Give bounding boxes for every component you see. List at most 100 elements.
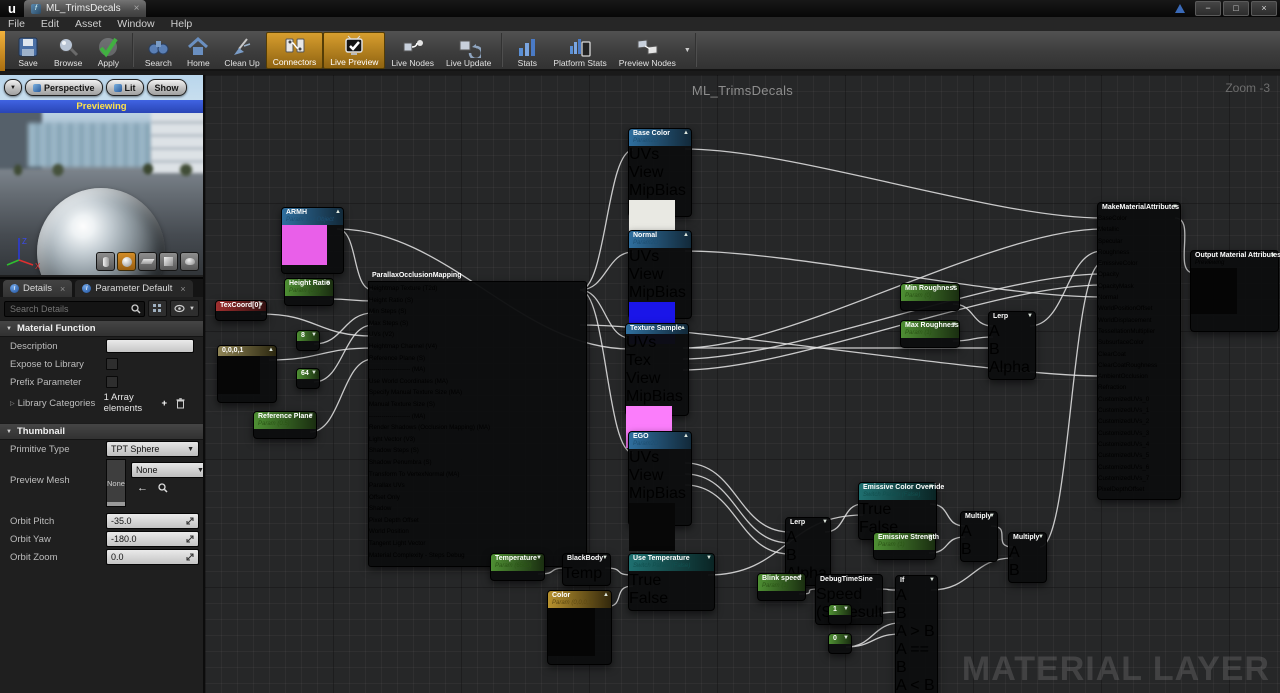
tab-close-icon[interactable]: × [133,3,140,14]
live-nodes-button[interactable]: Live Nodes [385,32,440,69]
node-header[interactable]: Texture Sample▲ [626,324,688,334]
node-header[interactable]: Lerp▼ [786,518,830,528]
collapse-arrow-icon[interactable]: ▼ [258,302,264,308]
menu-item-help[interactable]: Help [170,18,193,30]
collapse-arrow-icon[interactable]: ▼ [602,555,608,561]
node-header[interactable]: 0,0,0,1▲ [218,346,276,356]
collapse-arrow-icon[interactable]: ▼ [706,555,712,561]
preview-mesh-thumbnail[interactable]: None [106,459,126,507]
clean-up-button[interactable]: Clean Up [218,32,265,69]
menu-item-file[interactable]: File [8,18,25,30]
node-header[interactable]: If▼ [896,576,937,586]
save-button[interactable]: Save [8,32,48,69]
apply-button[interactable]: Apply [88,32,128,69]
home-button[interactable]: Home [178,32,218,69]
search-details-input[interactable] [8,302,132,315]
viewport-options-dropdown[interactable]: ▼ [4,79,22,96]
show-button[interactable]: Show [146,79,187,96]
node-header[interactable]: 8▼ [297,331,319,341]
material-graph-panel[interactable]: MATERIAL LAYER ML_TrimsDecals Zoom -3 AR… [205,75,1280,693]
expose-to-library-checkbox[interactable] [106,358,118,370]
collapse-arrow-icon[interactable]: ▲ [335,209,341,215]
node-header[interactable]: 0▼ [829,634,851,644]
visibility-filter-button[interactable]: ▼ [170,300,199,317]
node-header[interactable]: 1▼ [829,605,851,615]
trash-icon[interactable] [176,397,185,409]
collapse-arrow-icon[interactable]: ▼ [311,332,317,338]
section-material-function[interactable]: ▼ Material Function [0,320,203,337]
collapse-arrow-icon[interactable]: ▼ [989,513,995,519]
search-box[interactable] [4,300,146,317]
close-button[interactable]: × [1251,1,1277,16]
collapse-arrow-icon[interactable]: ▼ [843,606,849,612]
stats-button[interactable]: Stats [507,32,547,69]
grid-view-button[interactable] [148,300,168,317]
node-header[interactable]: Multiply▼ [961,512,997,522]
menu-item-window[interactable]: Window [117,18,155,30]
prefix-parameter-checkbox[interactable] [106,376,118,388]
collapse-arrow-icon[interactable]: ▼ [797,575,803,581]
panel-divider[interactable] [203,75,205,693]
node-header[interactable]: DebugTimeSine [816,575,882,585]
node-header[interactable]: 64▼ [297,369,319,379]
node-const-1[interactable]: 1▼ [828,604,852,625]
orbit-zoom-input[interactable]: 0.0 [106,549,199,565]
orbit-yaw-input[interactable]: -180.0 [106,531,199,547]
preview-shape-teapot-button[interactable] [180,252,199,271]
add-element-icon[interactable]: + [161,397,167,409]
preview-nodes-button[interactable]: Preview Nodes [613,32,682,69]
collapse-arrow-icon[interactable]: ▼ [311,370,317,376]
collapse-arrow-icon[interactable]: ▲ [603,592,609,598]
search-button[interactable]: Search [138,32,178,69]
node-vec-0001[interactable]: 0,0,0,1▲ [217,345,277,403]
tab-parameter-default[interactable]: i Parameter Default × [75,280,193,297]
node-const-8[interactable]: 8▼ [296,330,320,351]
collapse-arrow-icon[interactable]: ▼ [1172,204,1178,210]
preview-shape-cube-button[interactable] [159,252,178,271]
collapse-arrow-icon[interactable]: ▲ [683,130,689,136]
collapse-arrow-icon[interactable]: ▼ [822,519,828,525]
preview-shape-plane-button[interactable] [138,252,157,271]
perspective-button[interactable]: Perspective [24,79,103,96]
preview-mesh-dropdown[interactable]: None ▼ [130,462,209,478]
document-tab[interactable]: f ML_TrimsDecals × [24,0,147,17]
menu-item-edit[interactable]: Edit [40,18,60,30]
browse-to-asset-icon[interactable] [158,483,168,493]
node-header[interactable]: ParallaxOcclusionMapping [368,271,585,281]
collapse-arrow-icon[interactable]: ▼ [928,484,934,490]
lit-button[interactable]: Lit [105,79,144,96]
live-preview-button[interactable]: Live Preview [323,31,386,69]
preview-shape-cylinder-button[interactable] [96,252,115,271]
section-thumbnail[interactable]: ▼ Thumbnail [0,423,203,440]
node-header[interactable]: Multiply▼ [1009,533,1046,543]
node-const-0[interactable]: 0▼ [828,633,852,654]
orbit-pitch-input[interactable]: -35.0 [106,513,199,529]
tab-close-icon[interactable]: × [60,283,66,294]
